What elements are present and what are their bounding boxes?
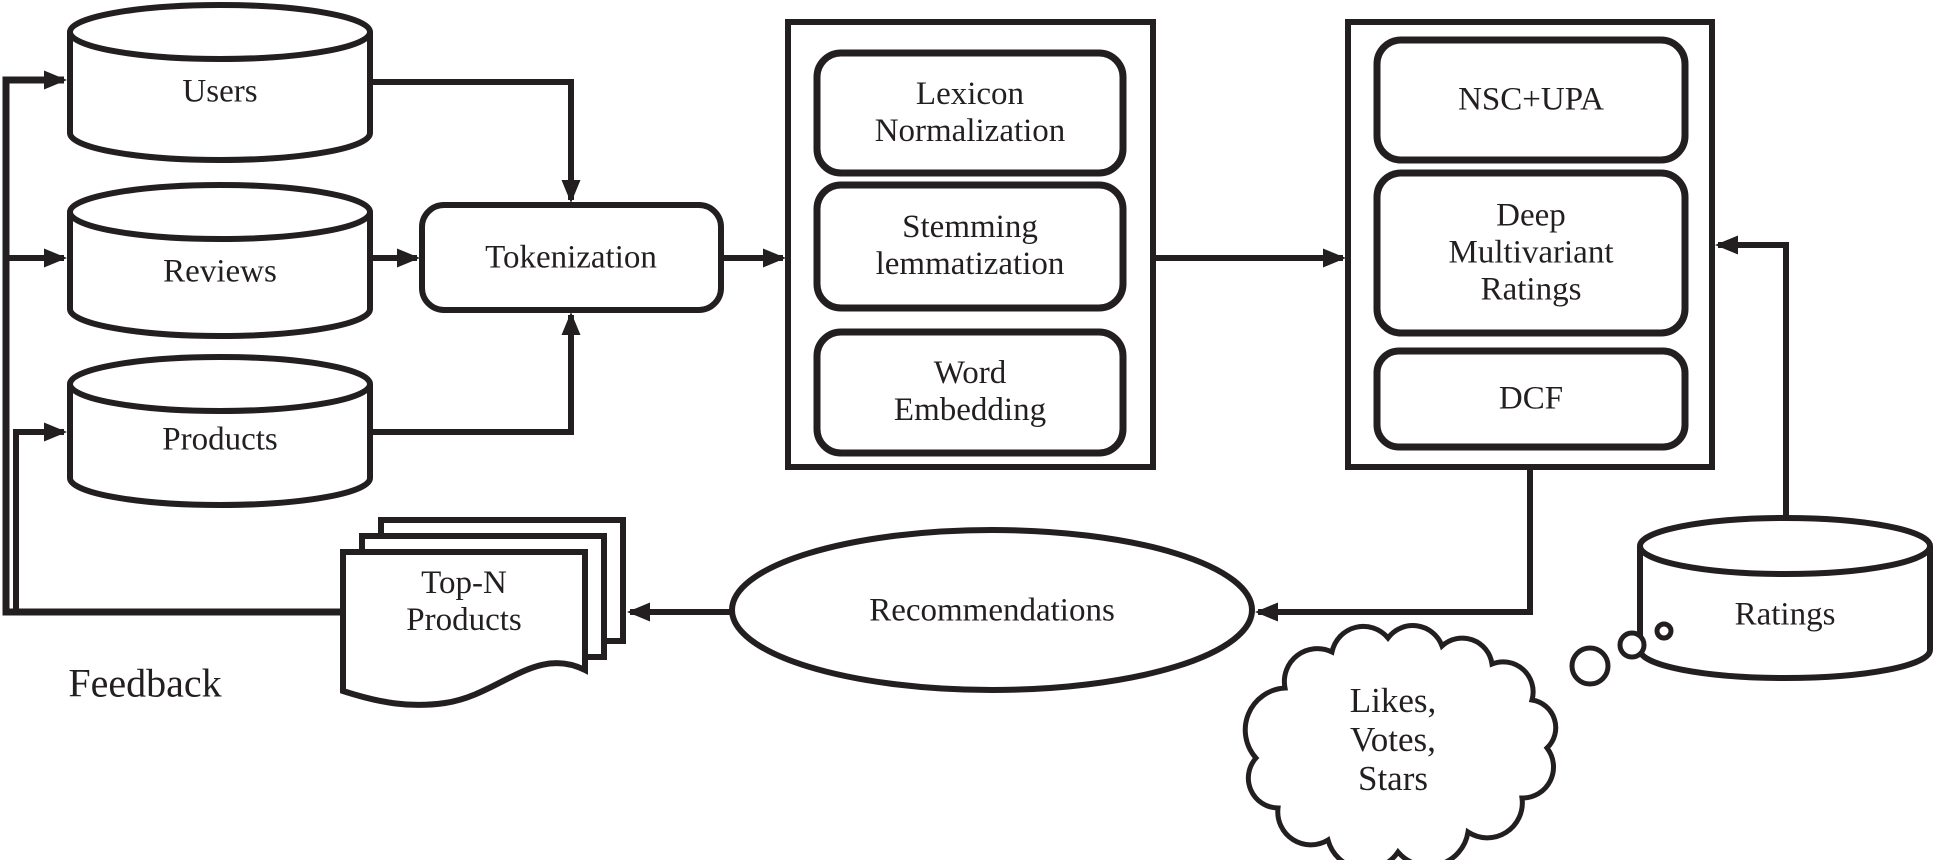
thought-bubble-small — [1654, 621, 1674, 641]
word-embedding-box — [813, 328, 1127, 457]
dcf-box — [1373, 347, 1689, 451]
products-to-tokenization-line — [370, 312, 581, 435]
feedback-line-to-products — [13, 422, 67, 610]
document-page-front — [340, 549, 588, 708]
top-n-products-document-stack — [340, 517, 626, 708]
lexicon-normalization-box — [813, 49, 1127, 177]
ratings-to-models-line — [1715, 235, 1789, 518]
models-to-recommendations-line — [1255, 467, 1533, 622]
reviews-database-cylinder — [67, 182, 373, 339]
users-to-tokenization-line — [370, 79, 581, 203]
products-database-cylinder — [67, 354, 373, 508]
ratings-database-cylinder — [1637, 515, 1933, 681]
deep-multivariant-ratings-box — [1373, 169, 1689, 337]
stemming-lemmatization-box — [813, 181, 1127, 312]
users-database-cylinder — [67, 2, 373, 163]
thought-bubble-large — [1569, 645, 1611, 687]
feedback-line-to-users — [2, 70, 343, 616]
tokenization-box — [419, 202, 724, 313]
recommendations-ellipse — [729, 527, 1255, 693]
thought-cloud — [1242, 623, 1559, 860]
connectors — [2, 70, 1789, 622]
thought-bubble-medium — [1617, 630, 1647, 660]
nsc-upa-box — [1373, 36, 1689, 164]
